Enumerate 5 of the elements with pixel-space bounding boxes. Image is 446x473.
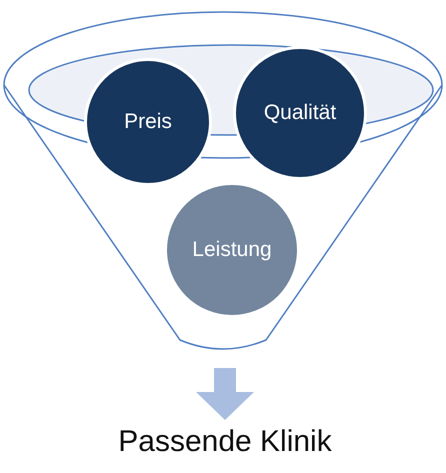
circle-label: Leistung: [192, 238, 272, 262]
block-arrow: [196, 368, 254, 420]
circle-label: Qualität: [264, 101, 336, 125]
result-label: Passende Klinik: [100, 420, 350, 464]
circle-label: Preis: [124, 110, 172, 134]
